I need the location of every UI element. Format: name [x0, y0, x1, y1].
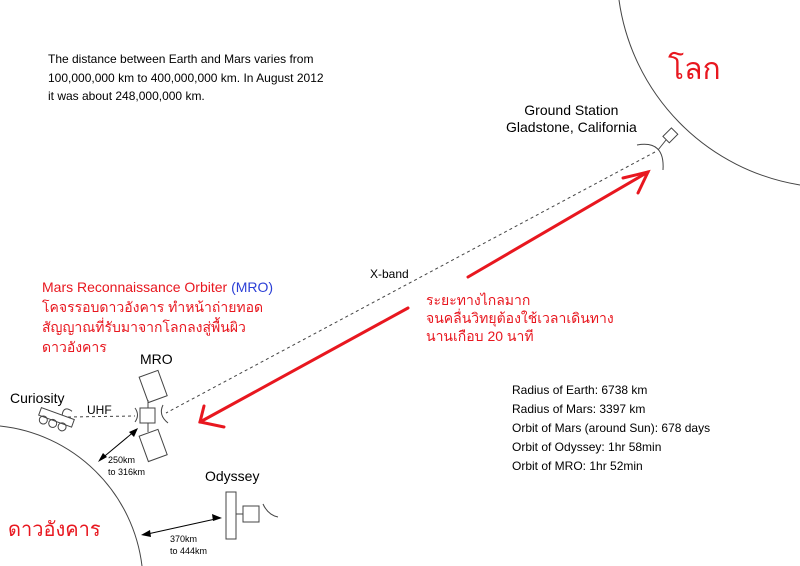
distance-arrows — [99, 429, 221, 536]
mro-note-abbr: (MRO) — [231, 279, 274, 295]
ground-station-name: Ground Station — [524, 102, 619, 118]
mro-note-line: ดาวอังคาร — [42, 339, 107, 355]
mro-label: MRO — [140, 351, 173, 367]
odyssey-distance: 370km to 444km — [170, 533, 207, 557]
mro-satellite-icon — [134, 369, 169, 463]
facts-list: Radius of Earth: 6738 km Radius of Mars:… — [512, 381, 710, 476]
uhf-label: UHF — [87, 403, 112, 417]
distance-note-line: จนคลื่นวิทยุต้องใช้เวลาเดินทาง — [426, 310, 614, 326]
ground-station-antenna-icon — [636, 127, 679, 171]
mro-note: Mars Reconnaissance Orbiter (MRO) โคจรรอ… — [42, 277, 273, 357]
fact-item: Orbit of Odyssey: 1hr 58min — [512, 440, 662, 454]
distance-note-line: นานเกือบ 20 นาที — [426, 328, 534, 344]
ground-station-location: Gladstone, California — [506, 119, 637, 135]
intro-text: The distance between Earth and Mars vari… — [48, 50, 324, 106]
curiosity-rover-icon — [38, 406, 75, 432]
odyssey-distance-min: 370km — [170, 534, 198, 544]
earth-label: โลก — [668, 53, 721, 86]
distance-note-line: ระยะทางไกลมาก — [426, 292, 531, 308]
mro-note-line: สัญญาณที่รับมาจากโลกลงสู่พื้นผิว — [42, 319, 246, 335]
intro-line: The distance between Earth and Mars vari… — [48, 52, 314, 66]
fact-item: Orbit of MRO: 1hr 52min — [512, 459, 643, 473]
uhf-link — [67, 415, 136, 418]
mro-distance-min: 250km — [108, 455, 136, 465]
intro-line: it was about 248,000,000 km. — [48, 89, 205, 103]
mars-label: ดาวอังคาร — [8, 519, 101, 541]
distance-note: ระยะทางไกลมาก จนคลื่นวิทยุต้องใช้เวลาเดิ… — [426, 291, 614, 345]
earth-circle — [618, 0, 800, 186]
arrow-to-mro — [198, 306, 410, 424]
arrowheads — [98, 428, 222, 537]
xband-link — [165, 151, 656, 414]
mro-note-title: Mars Reconnaissance Orbiter (MRO) — [42, 277, 273, 297]
ground-station-label: Ground Station Gladstone, California — [506, 102, 637, 136]
odyssey-distance-max: to 444km — [170, 546, 208, 556]
arrow-to-earth — [466, 170, 650, 279]
mro-distance: 250km to 316km — [108, 454, 145, 478]
fact-item: Radius of Mars: 3397 km — [512, 402, 646, 416]
red-arrows — [198, 169, 651, 429]
xband-label: X-band — [370, 267, 409, 281]
odyssey-satellite-icon — [225, 491, 279, 540]
curiosity-label: Curiosity — [10, 390, 65, 406]
odyssey-label: Odyssey — [205, 468, 260, 484]
fact-item: Orbit of Mars (around Sun): 678 days — [512, 421, 711, 435]
intro-line: 100,000,000 km to 400,000,000 km. In Aug… — [48, 70, 324, 85]
mro-note-title-text: Mars Reconnaissance Orbiter — [42, 279, 232, 295]
mro-note-line: โคจรรอบดาวอังคาร ทำหน้าถ่ายทอด — [42, 299, 264, 315]
fact-item: Radius of Earth: 6738 km — [512, 383, 648, 397]
mro-distance-max: to 316km — [108, 467, 146, 477]
mars-circle — [0, 425, 143, 566]
